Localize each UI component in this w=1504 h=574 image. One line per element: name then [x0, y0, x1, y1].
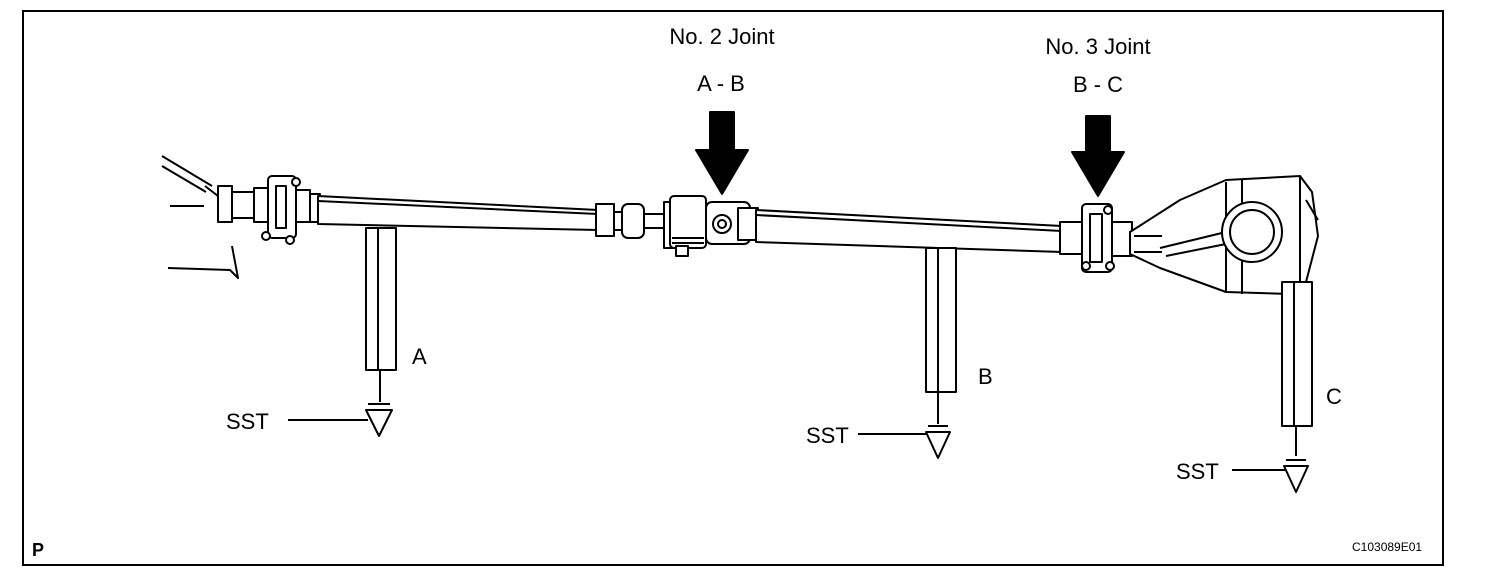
- no3-joint-range: B - C: [1072, 72, 1124, 97]
- dial-gauge-b: [858, 247, 957, 459]
- no2-joint-label: No. 2 Joint: [669, 24, 775, 49]
- slip-yoke: [595, 203, 667, 239]
- arrow-no3-joint: [1071, 115, 1125, 197]
- corner-mark: P: [32, 540, 45, 560]
- arrow-no2-joint: [695, 111, 749, 195]
- no2-joint-range: A - B: [697, 71, 745, 96]
- point-c-label: C: [1326, 384, 1342, 409]
- dial-gauge-a: [288, 227, 397, 437]
- point-a-label: A: [412, 344, 427, 369]
- no3-flange-joint: [1059, 203, 1133, 273]
- dial-gauge-c: [1232, 281, 1313, 493]
- figure-code: C103089E01: [1352, 540, 1423, 554]
- differential-housing: [1129, 175, 1319, 295]
- rear-shaft-tube: [755, 209, 1063, 253]
- no2-universal-joint: [663, 195, 759, 257]
- point-b-label: B: [978, 364, 993, 389]
- no3-joint-label: No. 3 Joint: [1045, 34, 1151, 59]
- front-flange-joint: [217, 175, 321, 245]
- sst-label-c: SST: [1176, 459, 1219, 484]
- transmission-outline: [161, 155, 239, 279]
- figure-frame: [22, 10, 1444, 566]
- sst-label-b: SST: [806, 423, 849, 448]
- front-shaft-tube: [317, 195, 599, 231]
- sst-label-a: SST: [226, 409, 269, 434]
